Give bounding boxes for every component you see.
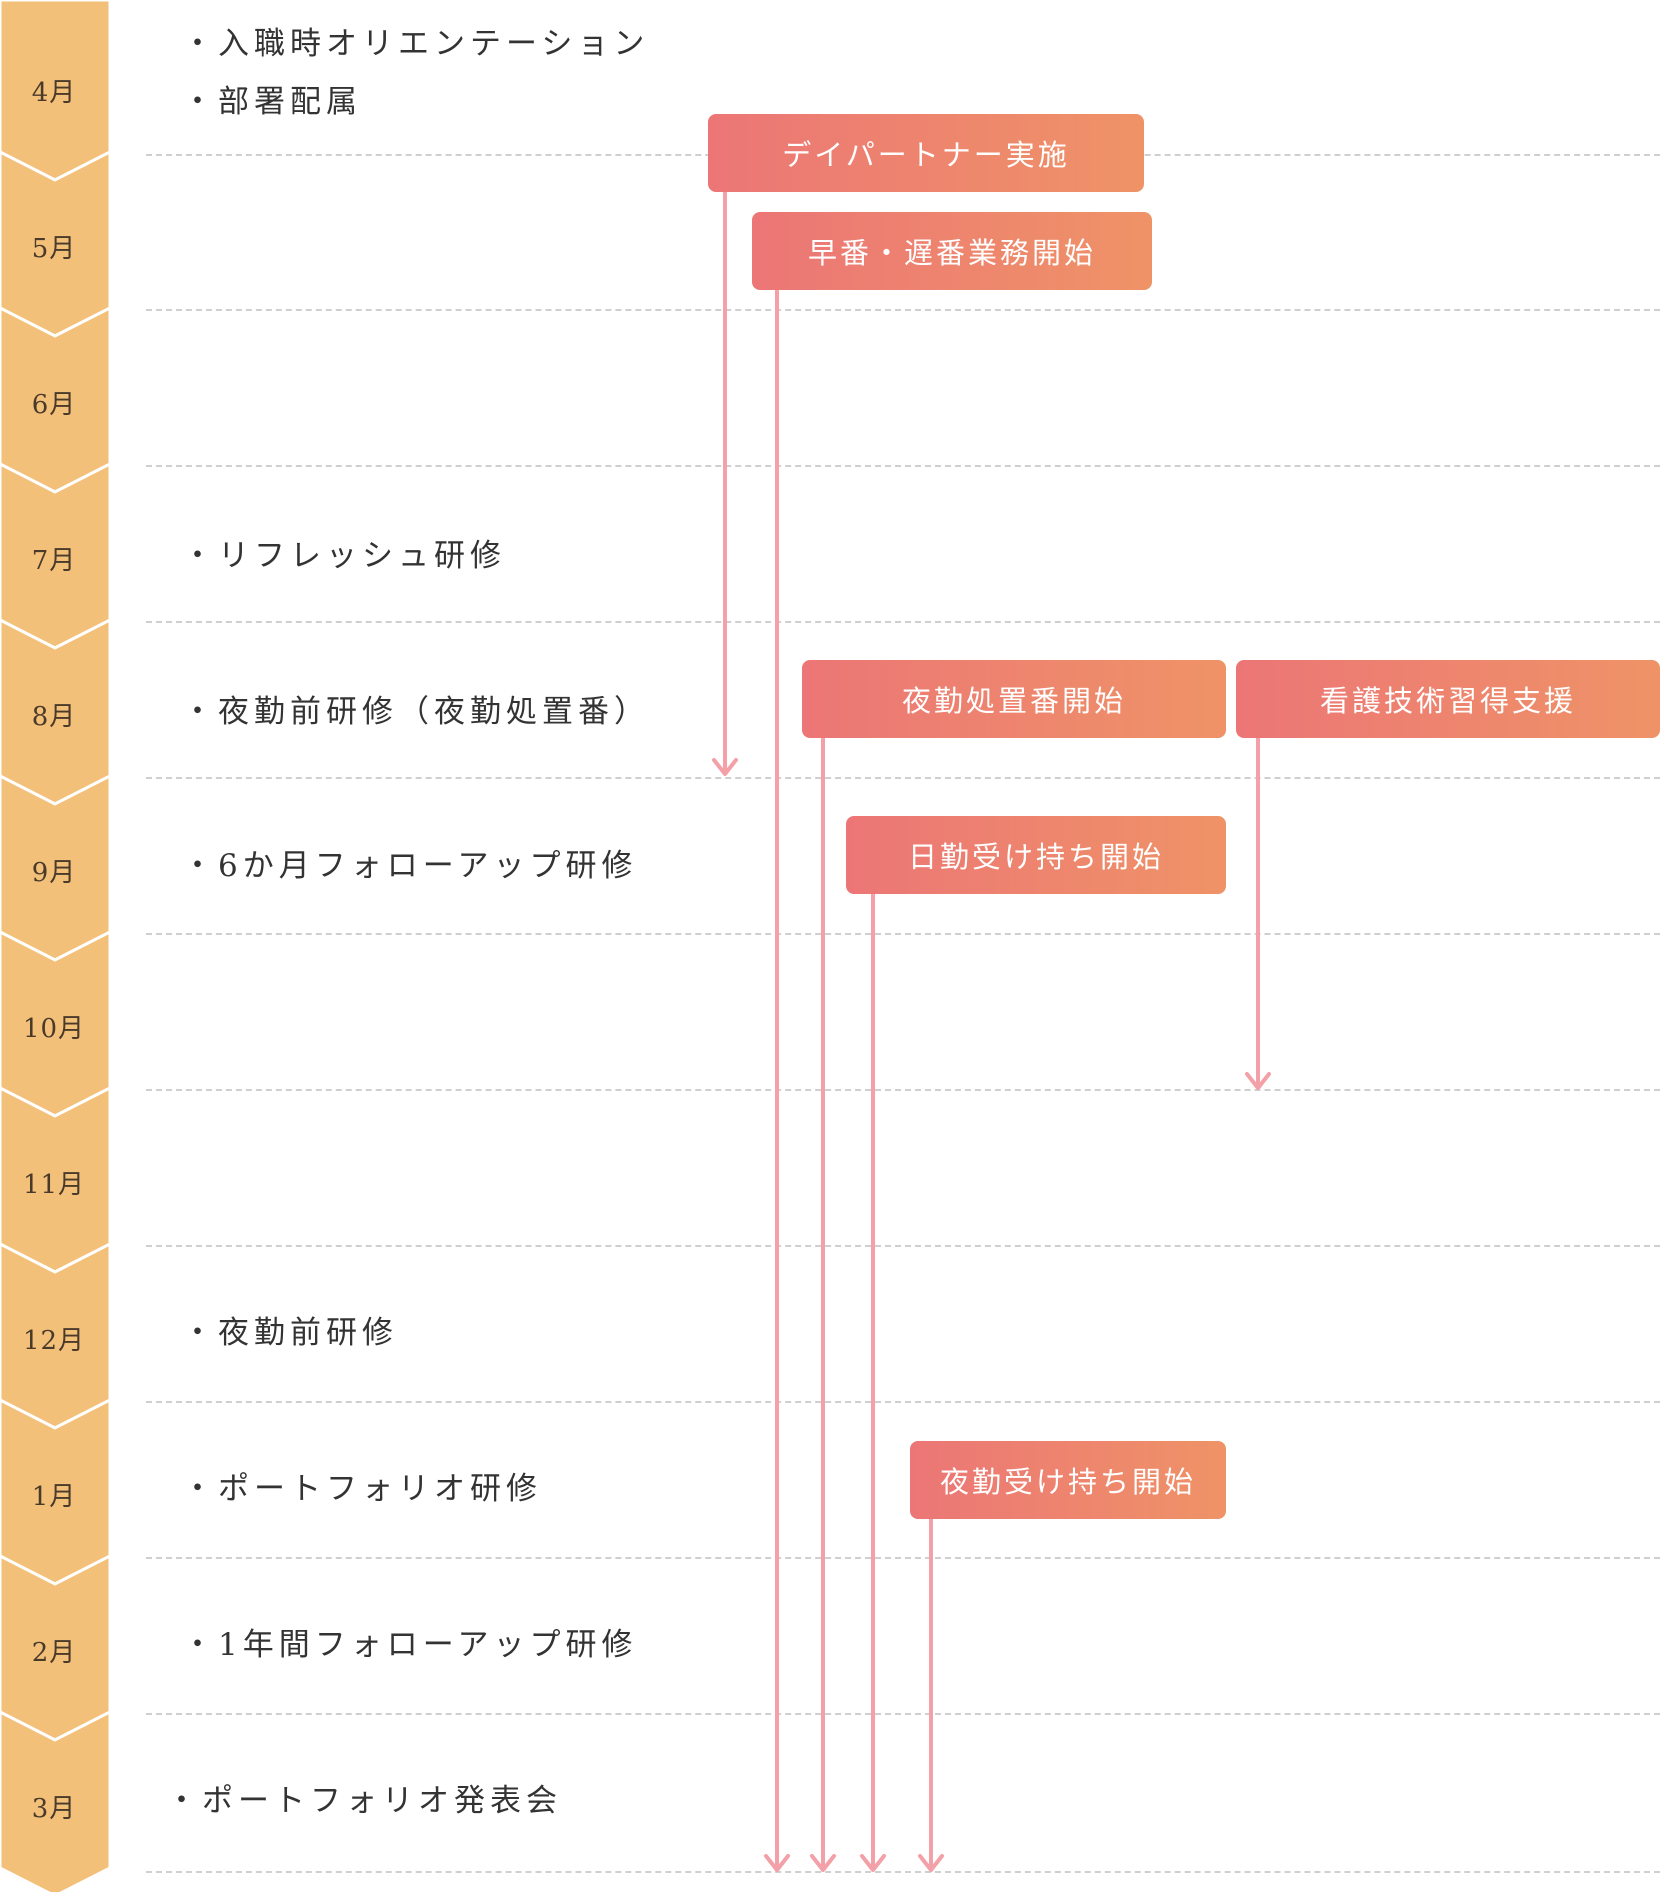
event-portfolio-training: ・ポートフォリオ研修	[182, 1471, 542, 1507]
month-divider	[146, 1871, 1660, 1873]
event-one-year-followup: ・1年間フォローアップ研修	[182, 1627, 638, 1663]
task-day-partner: デイパートナー実施	[708, 114, 1144, 192]
task-early-late-shift: 早番・遅番業務開始	[752, 212, 1152, 290]
task-night-procedure-start: 夜勤処置番開始	[802, 660, 1226, 738]
month-divider	[146, 465, 1660, 467]
month-divider	[146, 1557, 1660, 1559]
month-chevron-segment	[0, 1398, 110, 1586]
task-day-patient-care-start: 日勤受け持ち開始	[846, 816, 1226, 894]
month-chevron-segment	[0, 1710, 110, 1892]
event-pre-night-shift-training-procedure: ・夜勤前研修（夜勤処置番）	[182, 694, 650, 730]
month-chevron-segment	[0, 774, 110, 962]
month-chevron-segment	[0, 150, 110, 338]
month-label-feb: 2月	[31, 1638, 77, 1668]
event-six-month-followup: ・6か月フォローアップ研修	[182, 848, 638, 884]
event-refresh-training: ・リフレッシュ研修	[182, 538, 506, 574]
task-arrow	[1245, 738, 1271, 1090]
month-divider	[146, 933, 1660, 935]
task-arrow	[810, 738, 836, 1872]
task-arrow	[712, 192, 738, 776]
month-label-oct: 10月	[22, 1014, 86, 1044]
month-chevron-segment	[0, 930, 110, 1118]
month-divider	[146, 1401, 1660, 1403]
month-timeline-bar	[0, 0, 110, 1892]
month-label-jun: 6月	[31, 390, 77, 420]
month-divider	[146, 309, 1660, 311]
event-pre-night-shift-training: ・夜勤前研修	[182, 1315, 398, 1351]
month-chevron-segment	[0, 1242, 110, 1430]
event-department-assignment: ・部署配属	[182, 84, 362, 120]
month-divider	[146, 621, 1660, 623]
month-label-jan: 1月	[31, 1482, 77, 1512]
task-night-patient-care-start: 夜勤受け持ち開始	[910, 1441, 1226, 1519]
month-chevron-segment	[0, 1086, 110, 1274]
task-nursing-skill-support: 看護技術習得支援	[1236, 660, 1660, 738]
task-arrow	[860, 894, 886, 1872]
month-divider	[146, 777, 1660, 779]
month-label-may: 5月	[31, 234, 77, 264]
month-label-jul: 7月	[31, 546, 77, 576]
event-orientation: ・入職時オリエンテーション	[182, 26, 650, 62]
month-label-aug: 8月	[31, 702, 77, 732]
month-divider	[146, 1089, 1660, 1091]
month-chevron-segment	[0, 306, 110, 494]
task-arrow	[918, 1519, 944, 1872]
month-chevron-segment	[0, 1554, 110, 1742]
month-divider	[146, 1713, 1660, 1715]
month-label-nov: 11月	[22, 1170, 86, 1200]
month-label-mar: 3月	[31, 1794, 77, 1824]
month-label-dec: 12月	[22, 1326, 86, 1356]
task-arrow	[764, 290, 790, 1872]
month-divider	[146, 1245, 1660, 1247]
month-chevron-segment	[0, 462, 110, 650]
month-label-sep: 9月	[31, 858, 77, 888]
event-portfolio-presentation: ・ポートフォリオ発表会	[166, 1783, 562, 1819]
month-label-apr: 4月	[31, 78, 77, 108]
month-chevron-segment	[0, 618, 110, 806]
